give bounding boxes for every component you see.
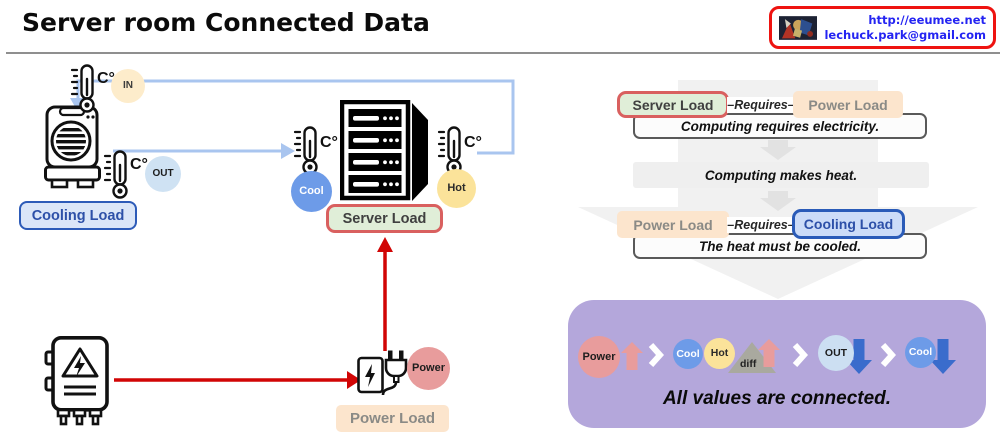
flow-requires-2: –Requires–	[727, 217, 795, 233]
electrical-panel-icon	[44, 336, 109, 426]
thermo-out-unit: C°	[130, 156, 148, 173]
sensor-out-badge: OUT	[145, 156, 181, 192]
chevron-right-icon	[792, 343, 808, 367]
summary-cool-badge: Cool	[673, 339, 703, 369]
power-plug-icon	[357, 350, 408, 396]
summary-power-badge: Power	[578, 336, 620, 378]
chevron-right-icon	[648, 343, 664, 367]
flow-requires-1: –Requires–	[727, 97, 795, 113]
thermo-cool-unit: C°	[320, 134, 338, 151]
summary-hot-badge: Hot	[704, 338, 735, 369]
sensor-in-badge: IN	[111, 69, 145, 103]
summary-cool2-badge: Cool	[905, 337, 936, 368]
flow-middle-statement: Computing makes heat.	[633, 162, 929, 188]
air-arrowhead-right	[281, 143, 295, 159]
power-connector	[114, 251, 387, 382]
cooling-load-label: Cooling Load	[19, 201, 137, 230]
thermometer-out-icon	[103, 150, 128, 199]
power-arrowhead-right	[347, 371, 361, 389]
up-arrow-icon	[758, 339, 780, 367]
cooling-unit-icon	[44, 105, 101, 189]
badge-url-link[interactable]: http://eeumee.net	[868, 13, 986, 28]
sensor-cool-badge: Cool	[291, 171, 332, 212]
flow-server-load-chip: Server Load	[617, 91, 729, 118]
page-title: Server room Connected Data	[22, 8, 430, 37]
summary-out-badge: OUT	[818, 335, 854, 371]
badge-email-link[interactable]: lechuck.park@gmail.com	[824, 27, 986, 42]
air-loop-connector	[76, 79, 515, 155]
server-rack-icon	[340, 100, 428, 201]
up-arrow-icon	[621, 342, 643, 370]
server-load-label: Server Load	[326, 204, 443, 233]
thermometer-in-icon	[70, 64, 95, 113]
thermo-in-unit: C°	[97, 70, 115, 87]
title-divider	[6, 52, 1000, 54]
summary-caption: All values are connected.	[662, 388, 892, 409]
summary-diff-label: diff	[740, 358, 757, 370]
summary-panel: Power Cool Hot diff OUT Cool All values …	[568, 300, 986, 428]
badge-image	[779, 15, 818, 40]
chevron-right-icon	[880, 343, 896, 367]
flow-cooling-load-chip: Cooling Load	[792, 209, 905, 239]
thermometer-cool-icon	[293, 126, 318, 175]
flow-power-load-chip-2: Power Load	[617, 211, 729, 238]
flow-power-load-chip-1: Power Load	[793, 91, 903, 118]
power-load-label: Power Load	[336, 405, 449, 432]
power-arrowhead-up	[377, 237, 393, 252]
sensor-power-badge: Power	[407, 347, 450, 390]
author-badge: http://eeumee.net lechuck.park@gmail.com	[769, 6, 996, 49]
thermo-hot-unit: C°	[464, 134, 482, 151]
sensor-hot-badge: Hot	[437, 169, 476, 208]
